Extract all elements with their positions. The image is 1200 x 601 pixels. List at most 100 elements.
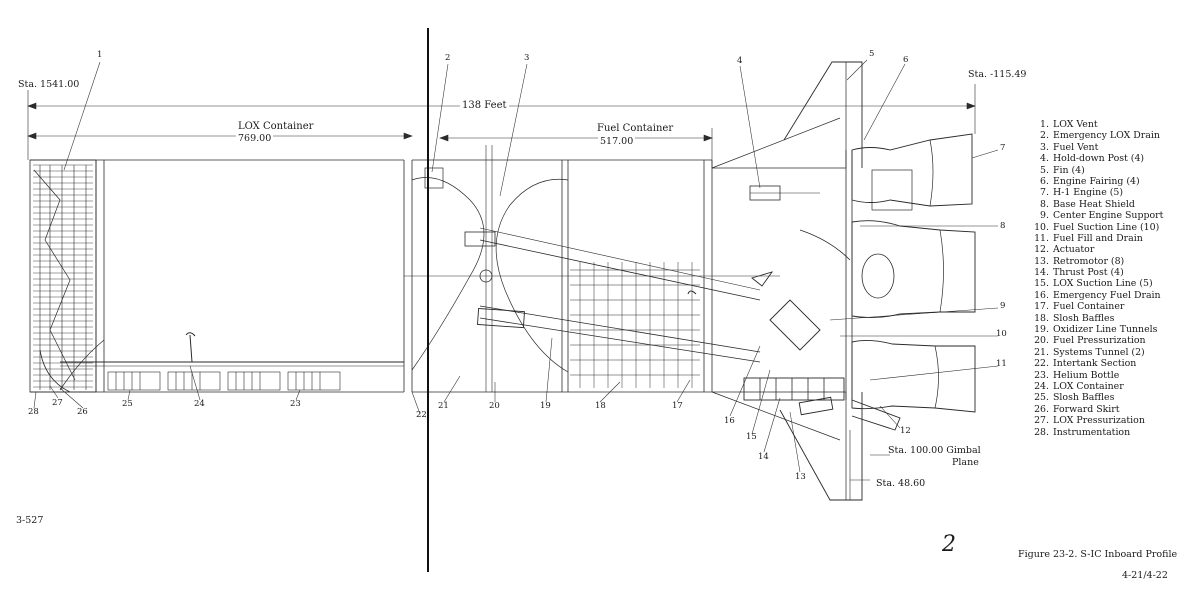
fin-lower — [779, 392, 863, 501]
callout-22: 22 — [416, 410, 427, 420]
legend-item: 22.Intertank Section — [1032, 358, 1200, 369]
legend-item-number: 1. — [1040, 119, 1049, 130]
callout-2: 2 — [445, 53, 451, 63]
legend-item-number: 17. — [1034, 301, 1049, 313]
callout-leaders — [33, 59, 999, 473]
station-gimbal-line2: Plane — [952, 457, 979, 468]
legend-item-label: Helium Bottle — [1053, 369, 1120, 381]
legend-item-label: Systems Tunnel (2) — [1053, 346, 1145, 358]
legend-item: 21. Systems Tunnel (2) — [1032, 347, 1200, 358]
legend-item-label: Oxidizer Line Tunnels — [1053, 324, 1158, 336]
legend-item-label: Emergency Fuel Drain — [1053, 289, 1161, 301]
legend-item: 12. Actuator — [1032, 244, 1200, 255]
legend-item: 5. Fin (4) — [1032, 165, 1200, 176]
legend-item-number: 7. — [1040, 187, 1049, 199]
legend-item-number: 19. — [1034, 324, 1049, 336]
legend-item: 3.Fuel Vent — [1032, 142, 1200, 153]
callout-28: 28 — [28, 407, 39, 417]
callout-11: 11 — [996, 359, 1007, 369]
legend-item: 7. H-1 Engine (5) — [1032, 187, 1200, 198]
callout-26: 26 — [77, 407, 88, 417]
legend-item-label: Fuel Fill and Drain — [1053, 232, 1143, 244]
legend-item-label: Fin (4) — [1053, 164, 1085, 176]
legend-item-number: 2. — [1040, 130, 1049, 142]
legend-item-label: Slosh Baffles — [1053, 312, 1115, 324]
fuel-container-label: Fuel Container — [597, 123, 674, 134]
engine-center — [851, 220, 976, 319]
legend-item: 16. Emergency Fuel Drain — [1032, 290, 1200, 301]
legend-item-number: 8. — [1040, 198, 1049, 210]
station-ticks — [849, 430, 890, 500]
callout-3: 3 — [524, 53, 530, 63]
legend-item-label: Instrumentation — [1053, 426, 1131, 438]
legend-item-number: 5. — [1040, 164, 1049, 176]
legend-item: 19. Oxidizer Line Tunnels — [1032, 324, 1200, 335]
legend-item-label: LOX Vent — [1053, 119, 1098, 130]
callout-20: 20 — [489, 401, 500, 411]
legend-item-number: 13. — [1034, 255, 1049, 267]
callout-23: 23 — [290, 399, 301, 409]
engine-upper — [851, 133, 973, 211]
callout-17: 17 — [672, 401, 683, 411]
legend-item: 8. Base Heat Shield — [1032, 199, 1200, 210]
callout-25: 25 — [122, 399, 133, 409]
legend-item-label: Actuator — [1053, 244, 1095, 256]
legend-item-number: 12. — [1034, 244, 1049, 256]
legend-item-number: 14. — [1034, 267, 1049, 279]
legend-item: 11. Fuel Fill and Drain — [1032, 233, 1200, 244]
handwritten-mark: 2 — [942, 532, 956, 557]
callout-9: 9 — [1000, 301, 1006, 311]
legend-item: 15.LOX Suction Line (5) — [1032, 278, 1200, 289]
legend-item: 24.LOX Container — [1032, 381, 1200, 392]
legend-item-number: 11. — [1034, 232, 1049, 244]
engine-lower — [851, 339, 976, 413]
legend-item-label: Fuel Suction Line (10) — [1053, 221, 1160, 233]
legend-item-number: 25. — [1034, 392, 1049, 404]
callout-13: 13 — [795, 472, 806, 482]
figure-caption: Figure 23-2. S-IC Inboard Profile — [1018, 549, 1178, 560]
callout-14: 14 — [758, 452, 769, 462]
legend-item-label: Thrust Post (4) — [1053, 267, 1124, 279]
legend-item-number: 16. — [1034, 289, 1049, 301]
legend-item-number: 21. — [1034, 346, 1049, 358]
callout-6: 6 — [903, 55, 909, 65]
legend-item: 9.Center Engine Support — [1032, 210, 1200, 221]
dimension-138-feet — [27, 84, 976, 160]
station-gimbal-line1: Sta. 100.00 Gimbal — [888, 445, 981, 456]
callout-16: 16 — [724, 416, 735, 426]
legend-item-label: H-1 Engine (5) — [1053, 187, 1124, 199]
callout-18: 18 — [595, 401, 606, 411]
legend-item: 23. Helium Bottle — [1032, 370, 1200, 381]
legend-item: 13.Retromotor (8) — [1032, 256, 1200, 267]
dimension-lox — [27, 132, 413, 140]
legend-item-number: 22. — [1034, 358, 1049, 370]
dimension-overall-label: 138 Feet — [460, 100, 509, 111]
engine-fairing-lower — [851, 399, 901, 431]
legend-item-label: Emergency LOX Drain — [1053, 130, 1160, 142]
station-forward: Sta. 1541.00 — [18, 79, 80, 90]
legend-item-label: LOX Pressurization — [1053, 415, 1145, 427]
forward-skirt — [29, 159, 105, 393]
legend-item-number: 23. — [1034, 369, 1049, 381]
legend-item-number: 26. — [1034, 403, 1049, 415]
lox-container-label: LOX Container — [238, 121, 314, 132]
thrust-structure — [711, 117, 853, 441]
legend-item-label: Fuel Vent — [1053, 141, 1099, 153]
legend-item-number: 4. — [1040, 153, 1049, 165]
legend-item-label: Base Heat Shield — [1053, 198, 1135, 210]
legend-item: 2. Emergency LOX Drain — [1032, 130, 1200, 141]
callout-7: 7 — [1000, 143, 1006, 153]
legend-item-number: 20. — [1034, 335, 1049, 347]
lox-container — [30, 159, 413, 393]
legend-item: 14. Thrust Post (4) — [1032, 267, 1200, 278]
legend-item: 18.Slosh Baffles — [1032, 313, 1200, 324]
intertank-section — [404, 145, 780, 393]
legend-item-label: Fuel Pressurization — [1053, 335, 1146, 347]
callout-19: 19 — [540, 401, 551, 411]
fin-upper — [783, 61, 863, 168]
legend-item-label: Fuel Container — [1053, 301, 1125, 313]
legend-item-number: 27. — [1034, 415, 1049, 427]
legend-item-number: 9. — [1040, 210, 1049, 222]
